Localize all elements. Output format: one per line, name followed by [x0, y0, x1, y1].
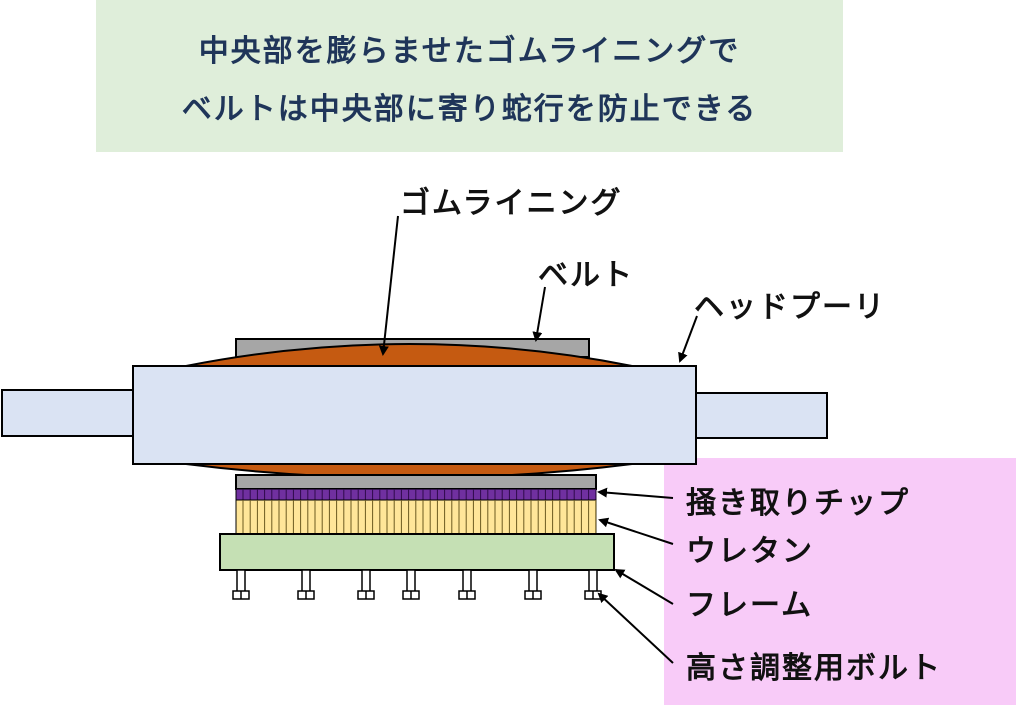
adjust-bolt — [232, 569, 250, 600]
label-belt: ベルト — [538, 258, 634, 293]
right-shaft — [694, 392, 828, 439]
arrow-frame — [614, 568, 674, 605]
arrow-rubber-lining — [378, 215, 399, 356]
arrow-head-pulley — [678, 315, 698, 363]
scraper-label-panel — [664, 458, 1016, 705]
arrow-urethane — [598, 517, 674, 545]
adjust-bolt — [458, 569, 476, 600]
title-line-1: 中央部を膨らませたゴムライニングで — [198, 34, 741, 69]
left-shaft — [1, 389, 136, 437]
rubber-lining-top — [185, 343, 633, 367]
label-adjust-bolt: 高さ調整用ボルト — [686, 651, 942, 686]
arrow-scraper-tip — [597, 487, 674, 499]
adjust-bolt — [584, 569, 602, 600]
adjust-bolt — [357, 569, 375, 600]
label-urethane: ウレタン — [686, 534, 814, 569]
label-scraper-tip: 掻き取りチップ — [686, 486, 910, 521]
arrow-adjust-bolt — [597, 592, 674, 664]
label-rubber-lining: ゴムライニング — [400, 186, 623, 221]
label-head-pulley: ヘッドプーリ — [694, 290, 886, 325]
head-pulley-drum — [132, 365, 697, 465]
adjust-bolt — [402, 569, 420, 600]
frame — [219, 533, 615, 571]
label-frame: フレーム — [686, 588, 814, 623]
title-banner: 中央部を膨らませたゴムライニングで ベルトは中央部に寄り蛇行を防止できる — [96, 0, 843, 152]
arrow-belt — [532, 286, 546, 342]
adjust-bolt — [297, 569, 315, 600]
title-line-2: ベルトは中央部に寄り蛇行を防止できる — [181, 92, 758, 127]
belt-bottom — [235, 474, 597, 490]
adjust-bolt — [524, 569, 542, 600]
